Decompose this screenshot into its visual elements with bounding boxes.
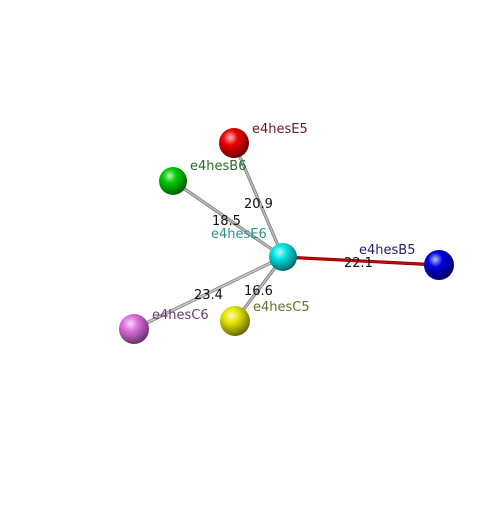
atom-label-e4hesB6: e4hesB6	[190, 159, 246, 174]
distance-label-e4hesC6: 23.4	[194, 288, 223, 303]
atom-e4hesE5	[219, 128, 249, 158]
atom-label-e4hesC6: e4hesC6	[152, 308, 209, 323]
atom-e4hesB6	[159, 167, 187, 195]
atom-e4hesB5	[424, 250, 454, 280]
atom-label-e4hesB5: e4hesB5	[359, 243, 415, 258]
atom-label-center: e4hesE6	[211, 227, 267, 242]
atom-labels-layer: e4hesE5 e4hesB6 e4hesB5 e4hesC6 e4hesC5 e4hes…	[152, 122, 415, 323]
distance-label-e4hesB5: 22.1	[344, 256, 373, 271]
atom-e4hesC6	[119, 314, 149, 344]
distance-label-e4hesC5: 16.6	[244, 284, 273, 299]
atom-label-e4hesC5: e4hesC5	[253, 300, 310, 315]
atom-e4hesC5	[220, 306, 250, 336]
distance-label-e4hesB6: 18.5	[212, 214, 241, 229]
distance-labels-layer: 20.918.5 22.1 23.4 16.6	[194, 197, 373, 303]
distance-label-e4hesE5: 20.9	[244, 197, 273, 212]
links-layer	[132, 141, 441, 331]
atoms-layer	[119, 128, 454, 344]
atom-label-e4hesE5: e4hesE5	[252, 122, 308, 137]
atom-center	[269, 243, 297, 271]
